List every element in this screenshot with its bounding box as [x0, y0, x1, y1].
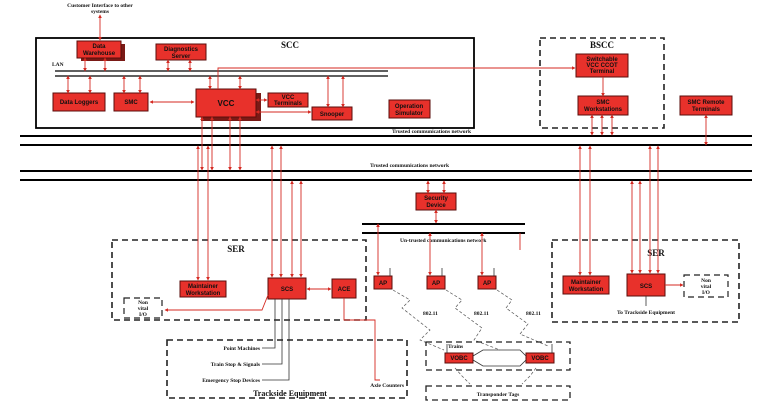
- smc-workstations-label: SMC: [596, 100, 610, 106]
- trusted-network-label-1: Trusted communications network: [392, 129, 472, 135]
- untrusted-network-label: Un-trusted communications network: [400, 238, 487, 244]
- bscc-title: BSCC: [590, 40, 614, 50]
- smc-remote-terminals[interactable]: SMC Remote Terminals: [679, 95, 733, 116]
- wireless-label-3: 802.11: [526, 311, 541, 317]
- scs-left-label: SCS: [281, 287, 293, 293]
- access-point-3[interactable]: AP: [477, 275, 497, 290]
- smc-workstations[interactable]: SMC Workstations: [577, 95, 629, 116]
- emergency-stop-label: Emergency Stop Devices: [202, 378, 260, 384]
- trackside-region: [166, 339, 408, 399]
- vobc-left[interactable]: VOBC: [444, 352, 474, 364]
- maintainer-right-label: Maintainer: [571, 280, 602, 286]
- customer-interface-caption-line2: systems: [91, 9, 109, 15]
- vobc-right[interactable]: VOBC: [525, 352, 555, 364]
- nonvital-left-label-2: vital: [138, 306, 149, 312]
- non-vital-io-right[interactable]: Non vital I/O: [683, 274, 729, 298]
- snooper[interactable]: Snooper: [311, 106, 353, 121]
- vcc-terminals[interactable]: VCC Terminals: [267, 92, 309, 108]
- scc-region: [35, 37, 475, 129]
- switchable-label-1: Switchable: [586, 57, 618, 63]
- smc-label: SMC: [124, 100, 138, 106]
- transponder-label: Transponder Tags: [477, 392, 519, 398]
- maintainer-right-label-2: Workstation: [569, 287, 604, 293]
- diagnostics-server[interactable]: Diagnostics Server: [155, 43, 207, 61]
- ser-left-title: SER: [227, 244, 245, 254]
- nonvital-left-label-3: I/O: [139, 312, 148, 318]
- transponder-region: [425, 385, 571, 401]
- smc-workstations-label-2: Workstations: [584, 107, 623, 113]
- wireless-label-1: 802.11: [423, 311, 438, 317]
- smc-remote-label-2: Terminals: [692, 107, 721, 113]
- security-device-label: Security: [424, 196, 448, 202]
- point-machines-label: Point Machines: [223, 346, 260, 352]
- train-stop-label: Train Stop & Signals: [211, 362, 260, 368]
- access-point-2[interactable]: AP: [426, 275, 446, 290]
- lan-label: LAN: [52, 62, 64, 68]
- operation-simulator-label: Operation: [395, 104, 424, 110]
- ace-label: ACE: [338, 287, 351, 293]
- customer-interface-caption: Customer Interface to other: [67, 3, 133, 9]
- data-warehouse-label: Data: [92, 44, 106, 50]
- trackside-title: Trackside Equipment: [253, 389, 327, 398]
- to-trackside-label: To Trackside Equipment: [617, 310, 675, 316]
- switchable-vcc-ccot-terminal[interactable]: Switchable VCC CCOT Terminal: [575, 53, 629, 78]
- nonvital-left-label: Non: [138, 300, 148, 306]
- snooper-label: Snooper: [320, 112, 345, 118]
- trains-region: [425, 341, 571, 371]
- security-device[interactable]: Security Device: [415, 192, 457, 211]
- scs-left[interactable]: SCS: [267, 277, 307, 300]
- ser-right-region: [551, 239, 740, 323]
- maintainer-left-label: Maintainer: [188, 284, 219, 290]
- access-point-1[interactable]: AP: [373, 275, 393, 290]
- maintainer-workstation-left[interactable]: Maintainer Workstation: [179, 280, 227, 298]
- trains-label: Trains: [448, 344, 463, 350]
- trusted-network-label-2: Trusted communications network: [370, 163, 450, 169]
- data-warehouse[interactable]: Data Warehouse: [76, 40, 125, 61]
- smc[interactable]: SMC: [113, 92, 149, 112]
- vcc[interactable]: VCC: [195, 88, 261, 121]
- switchable-label-2: VCC CCOT: [586, 63, 618, 69]
- nonvital-right-label-2: vital: [701, 284, 712, 290]
- switchable-label-3: Terminal: [590, 69, 615, 75]
- axle-counters-label: Axle Counters: [370, 383, 404, 389]
- diagnostics-server-label-2: Server: [172, 54, 191, 60]
- data-warehouse-label-2: Warehouse: [83, 51, 116, 57]
- diagnostics-server-label: Diagnostics: [164, 47, 199, 53]
- nonvital-right-label: Non: [701, 278, 711, 284]
- operation-simulator-label-2: Simulator: [395, 111, 423, 117]
- smc-remote-label: SMC Remote: [687, 100, 725, 106]
- nonvital-right-label-3: I/O: [702, 290, 711, 296]
- ser-left-region: [111, 239, 367, 321]
- maintainer-left-label-2: Workstation: [186, 291, 221, 297]
- vcc-terminals-label-2: Terminals: [274, 101, 303, 107]
- vobc-left-label: VOBC: [450, 356, 468, 362]
- non-vital-io-left[interactable]: Non vital I/O: [123, 297, 163, 319]
- maintainer-workstation-right[interactable]: Maintainer Workstation: [562, 275, 610, 295]
- vobc-right-label: VOBC: [531, 356, 549, 362]
- operation-simulator[interactable]: Operation Simulator: [388, 99, 431, 119]
- vcc-label: VCC: [218, 99, 235, 108]
- ap-2-label: AP: [432, 281, 440, 287]
- data-loggers[interactable]: Data Loggers: [52, 92, 106, 112]
- scs-right-label: SCS: [640, 284, 652, 290]
- security-device-label-2: Device: [426, 203, 446, 209]
- scs-right[interactable]: SCS: [626, 273, 666, 297]
- ap-3-label: AP: [483, 281, 491, 287]
- data-loggers-label: Data Loggers: [60, 100, 99, 106]
- scc-title: SCC: [281, 40, 299, 50]
- ap-1-label: AP: [379, 281, 387, 287]
- wireless-label-2: 802.11: [474, 311, 489, 317]
- vcc-terminals-label: VCC: [282, 95, 295, 101]
- ace[interactable]: ACE: [331, 278, 357, 299]
